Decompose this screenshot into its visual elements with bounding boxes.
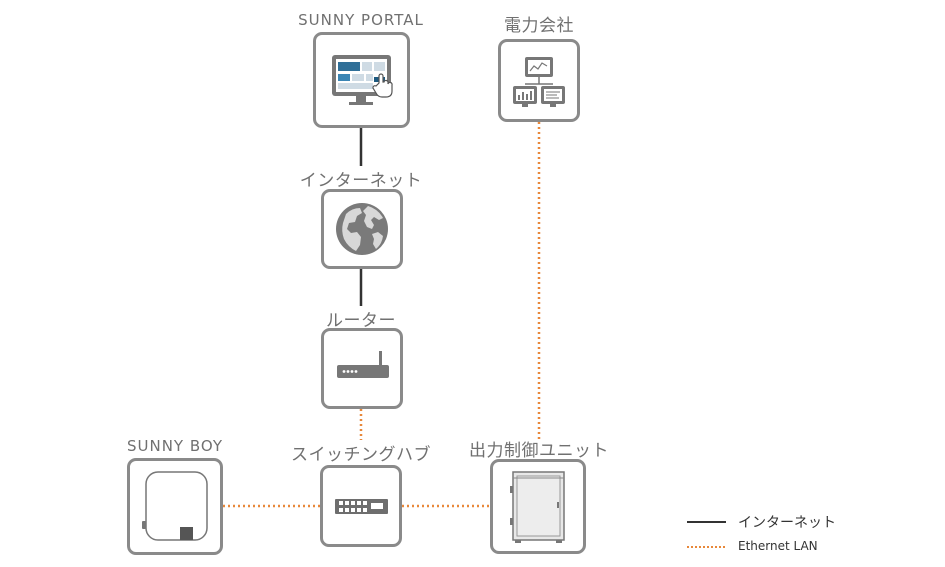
legend-internet-label: インターネット	[738, 515, 836, 531]
controller-node	[490, 459, 586, 554]
network-switch-icon	[335, 499, 388, 514]
globe-icon	[336, 203, 388, 255]
switch-label: スイッチングハブ	[291, 445, 431, 465]
switch-node	[320, 465, 402, 547]
network-monitors-icon	[513, 57, 565, 107]
inverter-icon	[142, 471, 208, 541]
legend-ethernet-label: Ethernet LAN	[738, 539, 818, 553]
utility-label: 電力会社	[504, 16, 574, 36]
portal-node	[313, 32, 410, 128]
router-icon	[337, 351, 389, 378]
utility-node	[498, 39, 580, 122]
legend-swatches	[687, 521, 726, 548]
inverter-node	[127, 458, 223, 555]
monitor-dashboard-icon	[332, 55, 393, 105]
inverter-label: SUNNY BOY	[126, 437, 224, 455]
router-label: ルーター	[326, 311, 396, 331]
controller-label: 出力制御ユニット	[469, 441, 609, 461]
portal-label: SUNNY PORTAL	[298, 11, 424, 29]
internet-label: インターネット	[299, 171, 423, 191]
internet-node	[321, 189, 403, 269]
control-cabinet-icon	[510, 471, 565, 543]
router-node	[321, 328, 403, 409]
